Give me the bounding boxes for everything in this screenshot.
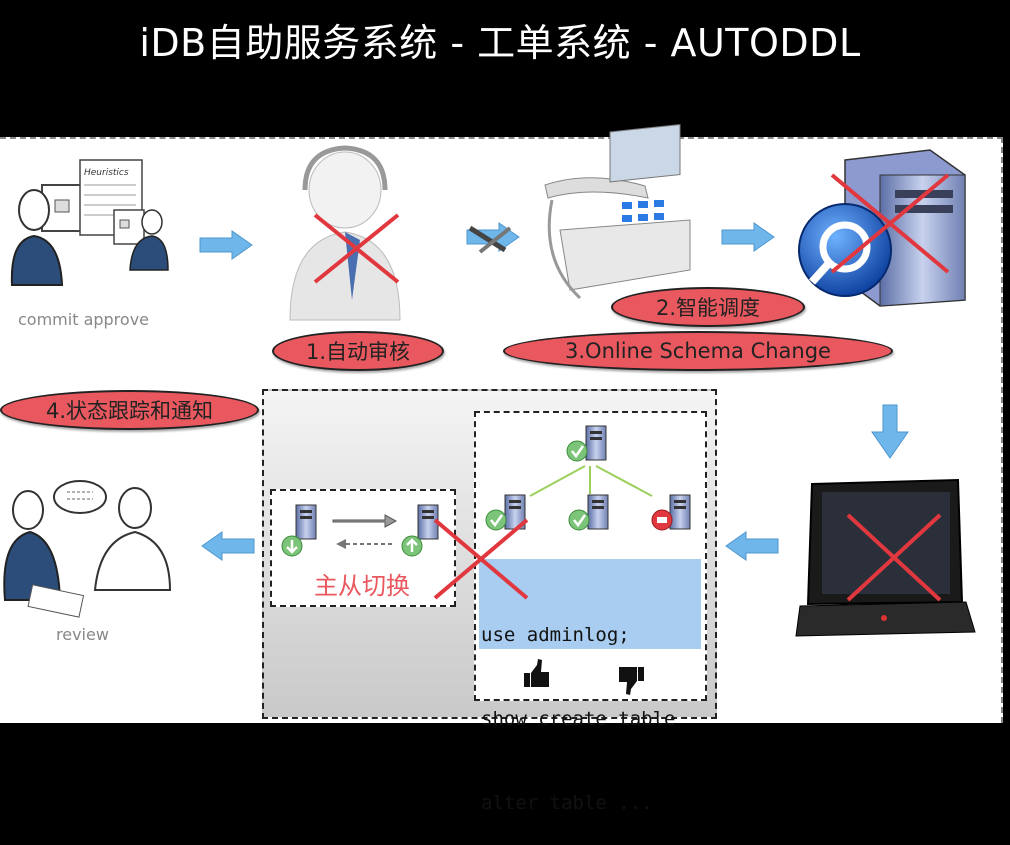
people-discussion-icon <box>3 480 172 618</box>
step-1-pill: 1.自动审核 <box>272 331 444 371</box>
step-3-pill: 3.Online Schema Change <box>503 331 893 371</box>
server-globe-icon <box>798 149 966 307</box>
flow-arrow <box>721 222 775 252</box>
commit-approve-caption: commit approve <box>18 310 150 329</box>
step-4-pill: 4.状态跟踪和通知 <box>0 390 259 430</box>
diagram-graphics: Heuristics <box>3 123 976 695</box>
thumbs-down-icon <box>619 667 644 695</box>
switch-label: 主从切换 <box>314 572 410 600</box>
code-line: alter table ... <box>481 792 653 814</box>
code-line: use adminlog; <box>481 624 630 646</box>
wrench-icon <box>466 222 520 254</box>
telephone-icon <box>544 123 691 300</box>
title-bar: iDB自助服务系统 - 工单系统 - AUTODDL <box>0 0 1010 137</box>
operator-headset-icon <box>289 145 401 321</box>
heuristics-label: Heuristics <box>84 168 129 178</box>
database-server-icon <box>651 494 691 531</box>
flow-arrow-left <box>201 531 255 561</box>
step-2-pill: 2.智能调度 <box>611 287 805 327</box>
database-server-icon <box>566 425 607 462</box>
thumbs-up-icon <box>524 659 549 687</box>
user-at-computer-icon <box>10 159 169 286</box>
flow-arrow-down <box>871 404 909 459</box>
slide-title: iDB自助服务系统 - 工单系统 - AUTODDL <box>139 21 861 65</box>
review-caption: review <box>56 625 109 644</box>
laptop-icon <box>795 478 976 637</box>
flow-arrow-left <box>725 531 779 561</box>
database-server-icon <box>401 504 439 557</box>
database-server-icon <box>281 504 317 557</box>
database-server-icon <box>568 494 609 531</box>
flow-arrow <box>199 230 253 260</box>
database-server-icon <box>485 494 526 531</box>
